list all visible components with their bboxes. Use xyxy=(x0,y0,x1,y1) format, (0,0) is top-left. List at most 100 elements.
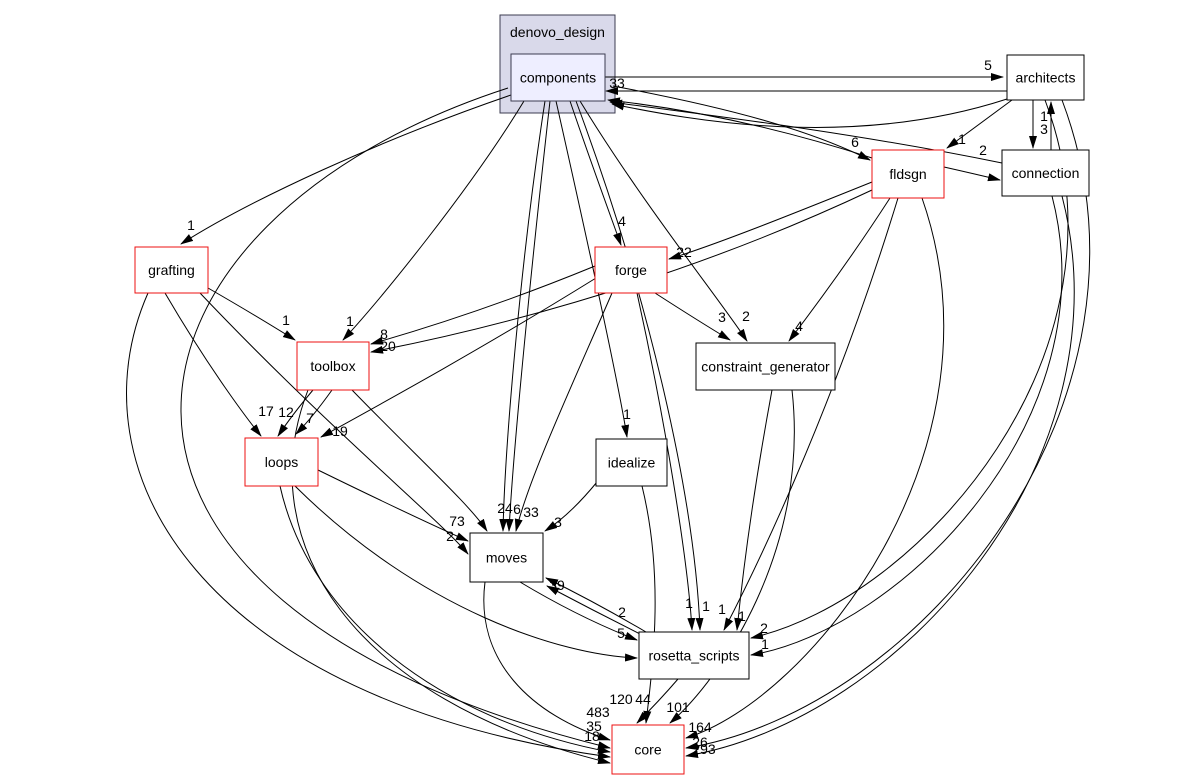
edge-label-connection-to-rosetta_scripts: 1 xyxy=(761,636,769,652)
edge-label-moves-to-core: 483 xyxy=(586,704,610,720)
edge-label-components-to-constraint_generator: 2 xyxy=(742,308,750,324)
node-loops-label: loops xyxy=(265,454,298,470)
edge-fldsgn-to-connection xyxy=(943,166,1001,182)
edge-forge-to-toolbox xyxy=(370,265,596,345)
edge-loops-to-moves xyxy=(317,469,469,542)
node-grafting[interactable]: grafting xyxy=(134,246,209,294)
edge-label-grafting-to-toolbox: 1 xyxy=(282,312,290,328)
node-rosetta_scripts-box[interactable] xyxy=(638,631,750,680)
edge-components-to-core xyxy=(180,87,611,750)
node-rosetta_scripts[interactable]: rosetta_scripts xyxy=(638,631,750,680)
edge-grafting-to-moves xyxy=(199,292,469,555)
edge-fldsgn-to-core xyxy=(685,197,945,739)
node-core-label: core xyxy=(634,742,661,758)
edge-label-loops-to-rosetta_scripts: 5 xyxy=(617,625,625,641)
edge-fldsgn-to-toolbox xyxy=(370,189,873,354)
node-forge[interactable]: forge xyxy=(594,246,668,294)
edge-label-components-to-fldsgn: 6 xyxy=(851,134,859,150)
node-grafting-label: grafting xyxy=(148,262,195,278)
edge-forge-to-constraint_generator xyxy=(654,292,731,341)
node-fldsgn-box[interactable] xyxy=(871,149,945,199)
cluster-denovo_design-label: denovo_design xyxy=(510,24,605,40)
edge-label-grafting-to-loops: 17 xyxy=(258,403,274,419)
edge-label-fldsgn-to-core: 164 xyxy=(688,719,712,735)
node-architects-box[interactable] xyxy=(1006,54,1085,101)
edge-label-grafting-to-moves: 2 xyxy=(446,528,454,544)
node-connection[interactable]: connection xyxy=(1001,149,1090,197)
edge-fldsgn-to-forge xyxy=(668,181,873,260)
edge-architects-to-rosetta_scripts xyxy=(750,99,1069,640)
edge-label-constraint_generator-to-rosetta_scripts: 1 xyxy=(738,608,746,624)
edge-architects-to-core xyxy=(685,99,1091,751)
edge-label-components-to-toolbox: 1 xyxy=(346,313,354,329)
node-constraint_generator[interactable]: constraint_generator xyxy=(695,342,836,391)
edge-components-to-forge xyxy=(569,100,622,246)
edge-label-forge-to-moves: 33 xyxy=(523,504,539,520)
node-components[interactable]: components xyxy=(510,53,606,102)
node-loops-box[interactable] xyxy=(244,437,319,487)
node-forge-label: forge xyxy=(615,262,647,278)
edge-fldsgn-to-constraint_generator xyxy=(788,197,891,342)
edge-loops-to-core xyxy=(279,485,611,754)
node-components-label: components xyxy=(520,70,596,86)
edge-label-fldsgn-to-toolbox: 20 xyxy=(380,338,396,354)
node-moves-label: moves xyxy=(486,550,527,566)
edge-rosetta_scripts-to-core xyxy=(636,678,679,724)
node-idealize-box[interactable] xyxy=(595,438,668,487)
edge-forge-to-moves xyxy=(514,292,613,532)
edge-label-architects-to-components: 33 xyxy=(609,75,625,91)
edge-label-idealize-to-moves: 3 xyxy=(554,514,562,530)
node-core-box[interactable] xyxy=(611,724,685,775)
edge-toolbox-to-loops xyxy=(277,389,314,437)
edge-label-rosetta_scripts-to-moves: 39 xyxy=(549,577,565,593)
edge-label-components-to-rosetta_scripts: 1 xyxy=(702,598,710,614)
node-fldsgn[interactable]: fldsgn xyxy=(871,149,945,199)
edge-forge-to-loops xyxy=(320,277,597,438)
edge-components-to-constraint_generator xyxy=(579,100,748,342)
edge-rosetta_scripts-to-moves xyxy=(546,585,653,641)
node-toolbox[interactable]: toolbox xyxy=(296,341,370,391)
node-toolbox-box[interactable] xyxy=(296,341,370,391)
edge-label-rosetta_scripts-to-core: 120 xyxy=(609,691,633,707)
node-loops[interactable]: loops xyxy=(244,437,319,487)
edge-label-components-to-idealize: 1 xyxy=(623,406,631,422)
edge-components-to-toolbox xyxy=(342,100,525,341)
edge-label-forge-to-toolbox: 8 xyxy=(380,326,388,342)
edge-label-fldsgn-to-forge: 22 xyxy=(676,244,692,260)
node-forge-box[interactable] xyxy=(594,246,668,294)
node-constraint_generator-box[interactable] xyxy=(695,342,836,391)
node-idealize[interactable]: idealize xyxy=(595,438,668,487)
node-moves[interactable]: moves xyxy=(469,532,544,583)
edge-connection-to-core xyxy=(685,195,1075,758)
node-core[interactable]: core xyxy=(611,724,685,775)
edge-label-fldsgn-to-rosetta_scripts: 1 xyxy=(718,601,726,617)
edge-label-architects-to-connection: 1 xyxy=(1040,108,1048,124)
edge-label-components-to-moves: 6 xyxy=(513,501,521,517)
edge-label-moves-to-rosetta_scripts: 2 xyxy=(618,604,626,620)
node-layer: components architects connection fldsgn graf… xyxy=(134,53,1090,775)
node-moves-box[interactable] xyxy=(469,532,544,583)
edge-label-fldsgn-to-constraint_generator: 4 xyxy=(795,318,803,334)
edge-label-forge-to-rosetta_scripts: 1 xyxy=(685,595,693,611)
edge-toolbox-to-moves xyxy=(351,389,488,532)
edge-constraint_generator-to-rosetta_scripts xyxy=(734,389,773,631)
edge-label-loops-to-core: 18 xyxy=(584,728,600,744)
node-components-box[interactable] xyxy=(510,53,606,102)
edge-idealize-to-core xyxy=(641,485,656,724)
node-connection-box[interactable] xyxy=(1001,149,1090,197)
edge-grafting-to-core xyxy=(126,292,611,760)
edge-label-architects-to-fldsgn: 1 xyxy=(958,131,966,147)
edge-label-connection-to-core: 293 xyxy=(692,741,716,757)
edge-constraint_generator-to-core xyxy=(669,389,795,724)
edge-fldsgn-to-rosetta_scripts xyxy=(723,197,899,631)
node-architects[interactable]: architects xyxy=(1006,54,1085,101)
edge-rosetta_scripts-to-moves xyxy=(545,577,647,633)
edge-moves-to-core xyxy=(483,581,611,741)
edge-components-to-moves xyxy=(505,100,551,532)
edge-label-connection-to-architects: 3 xyxy=(1040,121,1048,137)
edge-fldsgn-to-components xyxy=(607,97,873,159)
node-grafting-box[interactable] xyxy=(134,246,209,294)
edge-label-architects-to-core: 26 xyxy=(692,734,708,750)
